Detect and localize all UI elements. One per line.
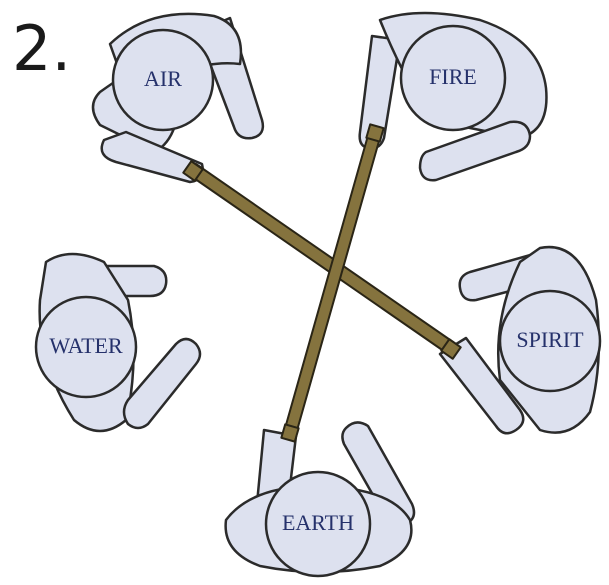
figure-air: AIR	[93, 14, 263, 182]
fire-arm-lower	[420, 122, 530, 180]
fire-label: FIRE	[429, 64, 477, 89]
air-label: AIR	[144, 66, 182, 91]
figure-earth: EARTH	[226, 422, 414, 576]
water-label: WATER	[49, 333, 123, 358]
spirit-label: SPIRIT	[516, 327, 584, 352]
figure-water: WATER	[36, 254, 200, 431]
figure-fire: FIRE	[360, 13, 547, 180]
figure-spirit: SPIRIT	[440, 247, 600, 433]
earth-label: EARTH	[282, 510, 354, 535]
